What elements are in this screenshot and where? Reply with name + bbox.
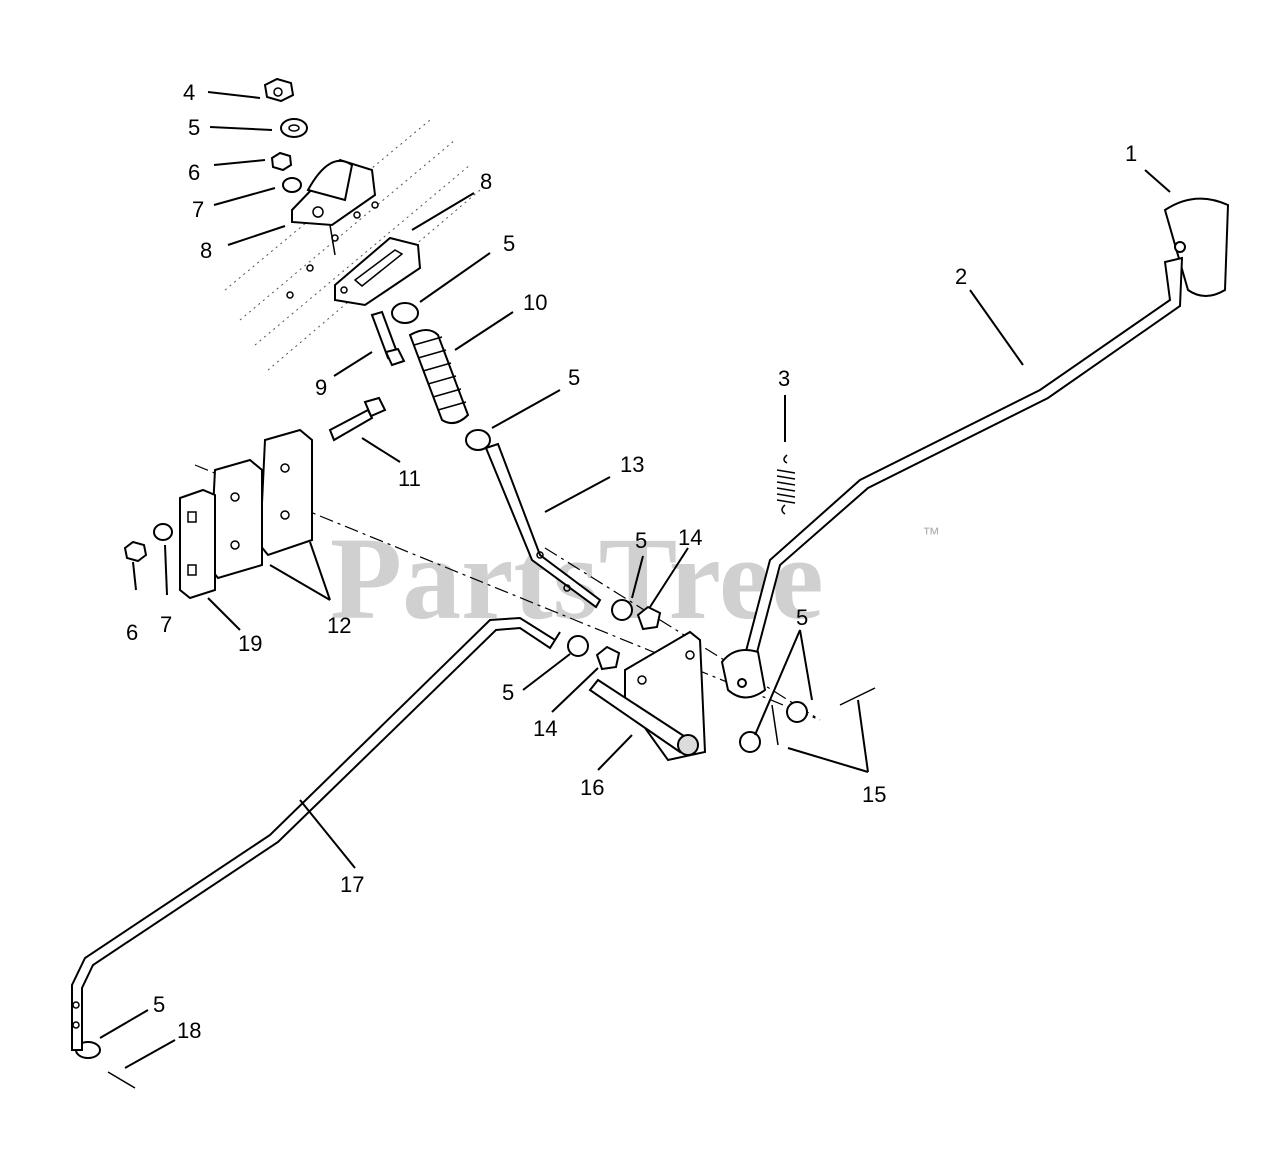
callout-13: 13 bbox=[620, 452, 644, 477]
callout-4: 4 bbox=[183, 80, 195, 105]
part-15-cotter-pins bbox=[771, 687, 876, 746]
part-18-cotter-pin bbox=[107, 1071, 136, 1089]
part-8-brackets bbox=[291, 158, 422, 307]
part-12-blocks bbox=[208, 428, 313, 580]
part-11-bolt bbox=[328, 396, 387, 442]
part-19-plate bbox=[179, 488, 216, 600]
part-13-rod bbox=[484, 442, 602, 609]
frame-rail bbox=[224, 119, 481, 371]
callout-17: 17 bbox=[340, 872, 364, 897]
callout-5-bottom: 5 bbox=[153, 992, 165, 1017]
watermark-brand: PartsTree bbox=[330, 513, 824, 644]
callout-6-left: 6 bbox=[126, 620, 138, 645]
callout-5-rod: 5 bbox=[635, 528, 647, 553]
watermark: PartsTree ™ bbox=[330, 513, 940, 644]
watermark-trademark: ™ bbox=[922, 524, 940, 544]
callout-10: 10 bbox=[523, 290, 547, 315]
callout-14-upper: 14 bbox=[678, 525, 702, 550]
callout-labels: 1 2 3 4 5 6 7 8 8 5 10 9 5 11 13 5 14 6 … bbox=[126, 80, 1137, 1043]
callout-5-right: 5 bbox=[796, 605, 808, 630]
part-2-lever-rod bbox=[720, 256, 1184, 699]
part-14-bushings bbox=[595, 605, 662, 671]
part-9-bolt bbox=[370, 310, 406, 367]
callout-14-lower: 14 bbox=[533, 716, 557, 741]
part-6-nuts bbox=[123, 151, 293, 563]
callout-1: 1 bbox=[1125, 141, 1137, 166]
callout-18: 18 bbox=[177, 1018, 201, 1043]
callout-9: 9 bbox=[315, 375, 327, 400]
callout-5-upper: 5 bbox=[503, 231, 515, 256]
callout-5-spring: 5 bbox=[568, 365, 580, 390]
callout-8-upper: 8 bbox=[480, 169, 492, 194]
callout-5-nut-washer: 5 bbox=[188, 115, 200, 140]
part-1-knob bbox=[1163, 197, 1230, 297]
leader-lines bbox=[99, 91, 1171, 1069]
callout-7-top: 7 bbox=[192, 197, 204, 222]
callout-15: 15 bbox=[862, 782, 886, 807]
part-4-nut bbox=[263, 77, 295, 103]
part-3-spring bbox=[776, 454, 796, 515]
callout-11: 11 bbox=[398, 466, 421, 491]
callout-12: 12 bbox=[327, 613, 351, 638]
callout-16: 16 bbox=[580, 775, 604, 800]
callout-19: 19 bbox=[238, 631, 262, 656]
callout-7-left: 7 bbox=[160, 612, 172, 637]
part-5-washers bbox=[75, 118, 808, 1059]
callout-5-lower: 5 bbox=[502, 680, 514, 705]
part-17-rod bbox=[71, 616, 561, 1051]
callout-3: 3 bbox=[778, 366, 790, 391]
part-10-spring bbox=[408, 329, 470, 425]
callout-2: 2 bbox=[955, 264, 967, 289]
part-16-pivot-bracket bbox=[588, 630, 707, 762]
part-7-lock-washers bbox=[153, 177, 302, 541]
callout-6-top: 6 bbox=[188, 160, 200, 185]
callout-8-lower: 8 bbox=[200, 238, 212, 263]
